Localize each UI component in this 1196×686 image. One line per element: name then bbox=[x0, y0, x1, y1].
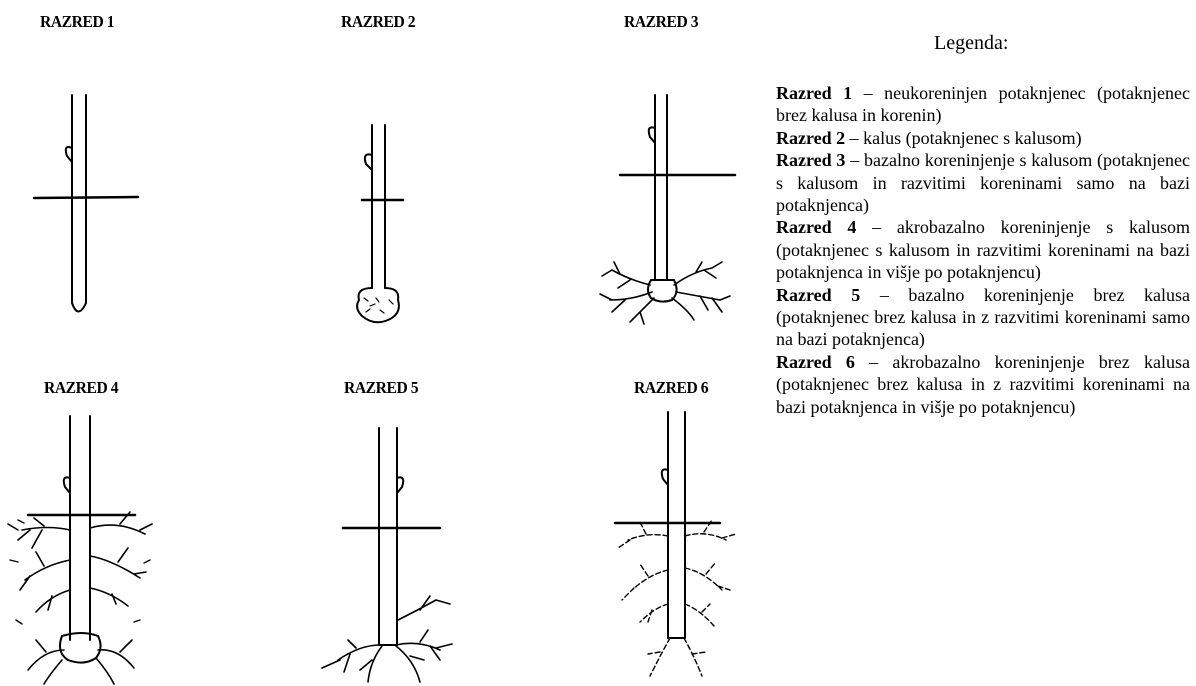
legend-entry-5: Razred 5 – bazalno koreninjenje brez kal… bbox=[776, 284, 1190, 351]
cutting-4-roots-right bbox=[90, 512, 152, 684]
cutting-3-stem bbox=[655, 95, 667, 280]
legend-text-2: – kalus (potaknjenec s kalusom) bbox=[850, 128, 1082, 148]
cutting-5-roots-left bbox=[322, 640, 382, 682]
cutting-1-stem bbox=[72, 95, 86, 312]
cutting-1 bbox=[34, 95, 138, 312]
legend-entry-1: Razred 1 – neukoreninjen potaknjenec (po… bbox=[776, 82, 1190, 127]
legend-entry-4: Razred 4 – akrobazalno koreninjenje s ka… bbox=[776, 216, 1190, 283]
cutting-4-roots-left bbox=[8, 518, 70, 684]
cutting-2-callus-texture bbox=[364, 298, 393, 313]
cutting-6-roots-right bbox=[684, 520, 736, 676]
legend-label-2: Razred 2 bbox=[776, 128, 845, 148]
cutting-6-stem bbox=[668, 412, 685, 638]
cutting-3-roots-right bbox=[672, 262, 730, 320]
legend-entry-3: Razred 3 – bazalno koreninjenje s kaluso… bbox=[776, 149, 1190, 216]
legend: Razred 1 – neukoreninjen potaknjenec (po… bbox=[776, 82, 1190, 418]
legend-label-3: Razred 3 bbox=[776, 150, 845, 170]
cutting-4-stem bbox=[70, 416, 90, 640]
cutting-6-roots-left bbox=[618, 522, 670, 676]
legend-label-5: Razred 5 bbox=[776, 285, 860, 305]
cutting-2-stem bbox=[372, 125, 385, 288]
cutting-2 bbox=[357, 125, 403, 322]
legend-entry-6: Razred 6 – akrobazalno koreninjenje brez… bbox=[776, 351, 1190, 418]
cuttings-diagram bbox=[0, 0, 760, 686]
cutting-2-callus bbox=[357, 288, 399, 322]
cutting-5-roots-right bbox=[396, 596, 452, 682]
cutting-3 bbox=[600, 95, 735, 324]
cutting-5 bbox=[322, 428, 452, 682]
cutting-4-callus bbox=[60, 633, 101, 663]
cutting-1-soil-line bbox=[34, 197, 138, 198]
cutting-3-roots-left bbox=[600, 262, 654, 324]
cutting-5-stem bbox=[379, 428, 397, 645]
legend-label-1: Razred 1 bbox=[776, 83, 852, 103]
legend-label-6: Razred 6 bbox=[776, 352, 855, 372]
legend-label-4: Razred 4 bbox=[776, 217, 856, 237]
legend-entry-2: Razred 2 – kalus (potaknjenec s kalusom) bbox=[776, 127, 1190, 149]
cutting-6 bbox=[615, 412, 736, 676]
cutting-4 bbox=[8, 416, 152, 684]
cutting-2-bud bbox=[365, 154, 372, 170]
legend-title: Legenda: bbox=[934, 32, 1008, 55]
